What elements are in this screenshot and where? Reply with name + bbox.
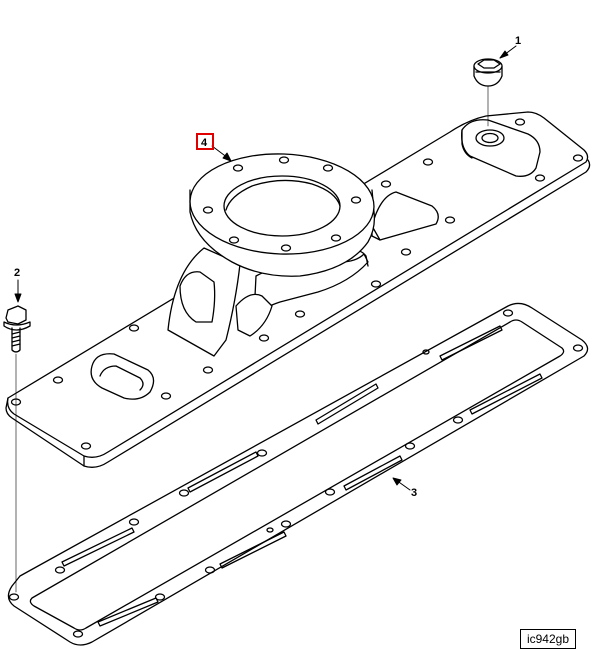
plug-part <box>473 58 503 127</box>
gasket-bolt-holes <box>8 309 584 638</box>
callout-3-label: 3 <box>411 487 417 499</box>
manifold-bolt-holes <box>10 118 584 450</box>
flange-bolt-holes <box>202 156 362 252</box>
callout-1-label: 1 <box>515 35 521 47</box>
manifold-part <box>5 111 591 468</box>
gasket-slots <box>61 325 543 627</box>
figure-id-label: ic942gb <box>520 629 576 649</box>
bolt-part <box>3 305 31 593</box>
callout-4-label: 4 <box>201 137 208 149</box>
gasket-part <box>7 302 589 646</box>
callout-4-highlight-box <box>196 133 214 150</box>
callout-2-label: 2 <box>14 267 20 279</box>
leader-lines <box>14 45 517 491</box>
